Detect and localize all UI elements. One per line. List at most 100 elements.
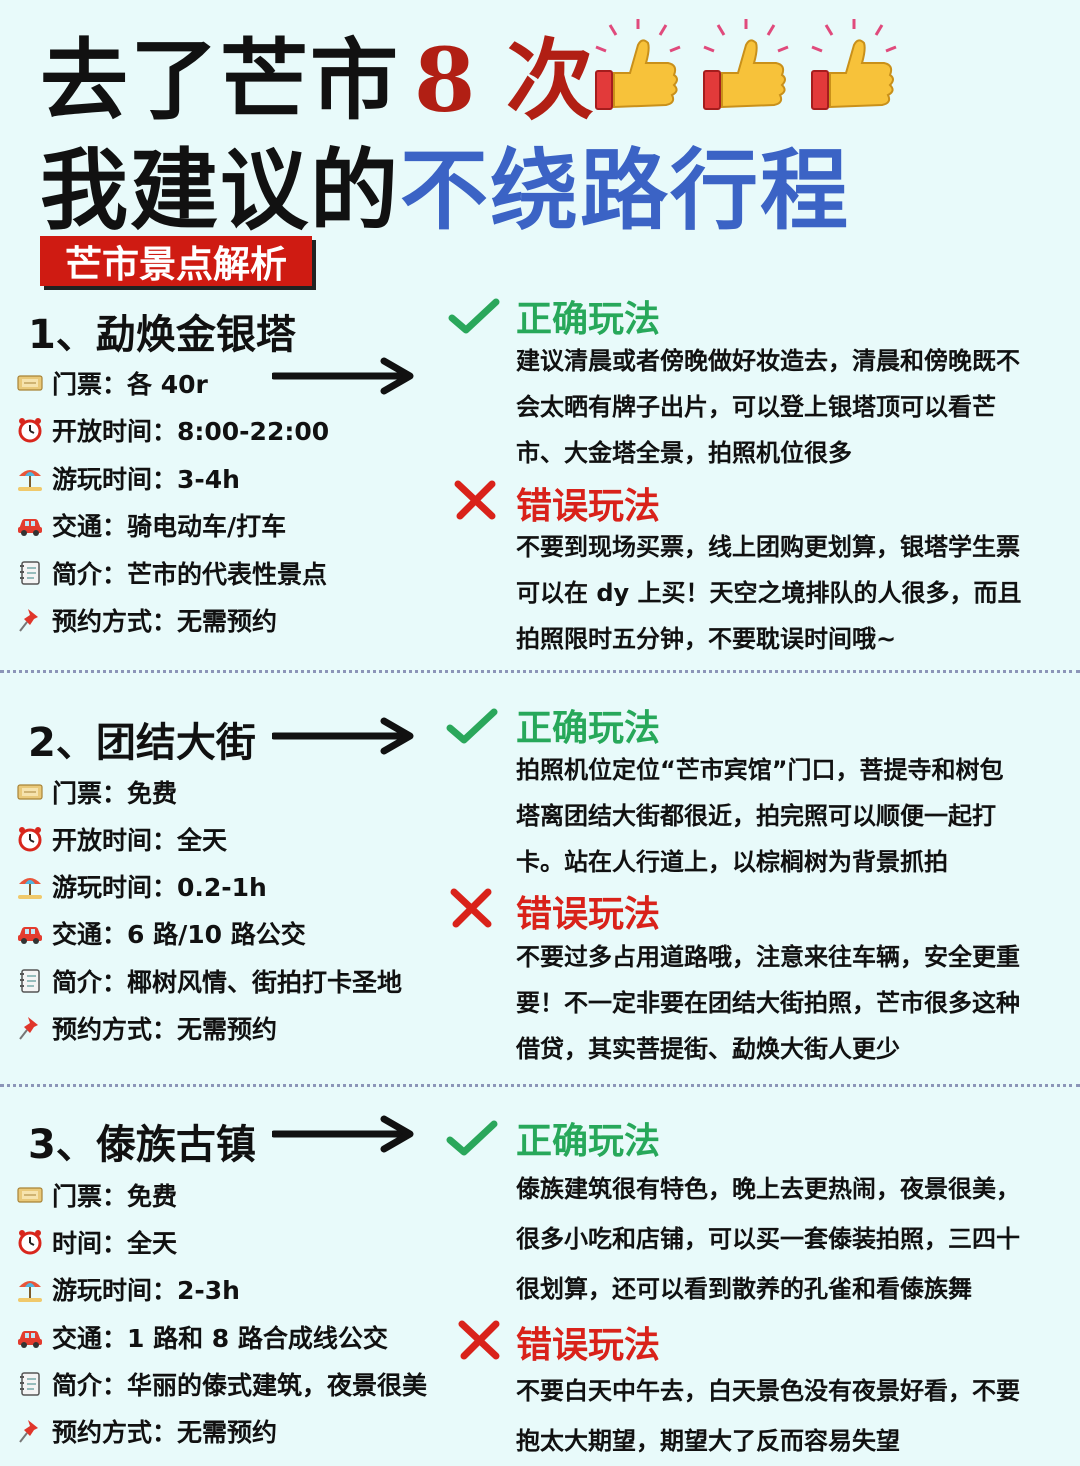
beach-umbrella-icon — [16, 1275, 44, 1303]
arrow-right-icon — [272, 716, 417, 756]
divider — [0, 1084, 1080, 1087]
info-text: 简介：芒市的代表性景点 — [52, 560, 328, 589]
alarm-clock-icon — [16, 416, 44, 444]
text-line: 拍照限时五分钟，不要耽误时间哦~ — [516, 625, 897, 653]
good-title: 正确玩法 — [516, 708, 661, 749]
info-text: 简介：华丽的傣式建筑，夜景很美 — [52, 1371, 428, 1400]
cross-icon — [452, 1318, 508, 1362]
info-text: 门票：免费 — [52, 1182, 178, 1211]
info-hours: 开放时间：8:00-22:00 — [16, 413, 329, 447]
text-line: 不要白天中午去，白天景色没有夜景好看，不要 — [516, 1377, 1020, 1405]
info-text: 游玩时间：3-4h — [52, 465, 240, 494]
info-intro: 简介：芒市的代表性景点 — [16, 556, 327, 590]
pushpin-icon — [16, 1014, 44, 1042]
notebook-icon — [16, 559, 44, 587]
title2-black-text: 我建议的 — [40, 138, 401, 242]
good-text: 傣族建筑很有特色，晚上去更热闹，夜景很美， 很多小吃和店铺，可以买一套傣装拍照，… — [516, 1164, 1056, 1314]
check-icon — [444, 704, 500, 748]
notebook-icon — [16, 967, 44, 995]
check-icon — [446, 294, 502, 338]
text-line: 很划算，还可以看到散养的孔雀和看傣族舞 — [516, 1275, 972, 1303]
info-text: 门票：免费 — [52, 779, 178, 808]
text-line: 要！不一定非要在团结大街拍照，芒市很多这种 — [516, 989, 1020, 1017]
title2-blue-text: 不绕路行程 — [400, 138, 851, 242]
title-line-2: 我建议的 不绕路行程 — [40, 128, 850, 242]
info-text: 门票：各 40r — [52, 370, 208, 399]
info-text: 游玩时间：0.2-1h — [52, 873, 267, 902]
title-line-1: 去了芒市 8 次 — [40, 18, 594, 132]
check-icon — [444, 1116, 500, 1160]
good-text: 建议清晨或者傍晚做好妆造去，清晨和傍晚既不 会太晒有牌子出片，可以登上银塔顶可以… — [516, 338, 1056, 476]
arrow-right-icon — [272, 356, 417, 396]
info-text: 预约方式：无需预约 — [52, 1418, 278, 1447]
text-line: 不要到现场买票，线上团购更划算，银塔学生票 — [516, 533, 1020, 561]
info-text: 开放时间：全天 — [52, 826, 228, 855]
info-transport: 交通：骑电动车/打车 — [16, 508, 286, 542]
pushpin-icon — [16, 1417, 44, 1445]
cross-icon — [444, 886, 500, 930]
divider — [0, 670, 1080, 673]
bad-text: 不要白天中午去，白天景色没有夜景好看，不要 抱太大期望，期望大了反而容易失望 — [516, 1366, 1056, 1466]
bad-title: 错误玩法 — [516, 894, 661, 935]
info-duration: 游玩时间：0.2-1h — [16, 869, 267, 903]
title-red-text: 8 次 — [414, 27, 594, 132]
text-line: 会太晒有牌子出片，可以登上银塔顶可以看芒 — [516, 393, 996, 421]
section-1-title: 1、勐焕金银塔 — [28, 312, 296, 358]
good-title: 正确玩法 — [516, 299, 661, 340]
cross-icon — [448, 478, 504, 522]
bad-title: 错误玩法 — [516, 486, 661, 527]
info-text: 简介：椰树风情、街拍打卡圣地 — [52, 968, 403, 997]
info-hours: 开放时间：全天 — [16, 822, 227, 856]
section-2-title: 2、团结大街 — [28, 720, 256, 766]
notebook-icon — [16, 1370, 44, 1398]
info-transport: 交通：1 路和 8 路合成线公交 — [16, 1320, 388, 1354]
section-badge: 芒市景点解析 — [40, 236, 312, 286]
info-text: 预约方式：无需预约 — [52, 1015, 278, 1044]
info-booking: 预约方式：无需预约 — [16, 1011, 277, 1045]
info-duration: 游玩时间：2-3h — [16, 1272, 240, 1306]
title-black-text: 去了芒市 — [40, 28, 401, 132]
good-text: 拍照机位定位“芒市宾馆”门口，菩提寺和树包 塔离团结大街都很近，拍完照可以顺便一… — [516, 747, 1056, 885]
pushpin-icon — [16, 606, 44, 634]
text-line: 可以在 dy 上买！天空之境排队的人很多，而且 — [516, 579, 1022, 607]
bad-text: 不要过多占用道路哦，注意来往车辆，安全更重 要！不一定非要在团结大街拍照，芒市很… — [516, 934, 1056, 1072]
bad-title: 错误玩法 — [516, 1325, 661, 1366]
text-line: 塔离团结大街都很近，拍完照可以顺便一起打 — [516, 802, 996, 830]
info-duration: 游玩时间：3-4h — [16, 461, 240, 495]
good-title: 正确玩法 — [516, 1121, 661, 1162]
car-icon — [16, 1323, 44, 1351]
info-text: 交通：1 路和 8 路合成线公交 — [52, 1324, 388, 1353]
text-line: 借贷，其实菩提街、勐焕大街人更少 — [516, 1035, 900, 1063]
arrow-right-icon — [272, 1114, 417, 1154]
info-text: 游玩时间：2-3h — [52, 1276, 240, 1305]
info-ticket: 门票：免费 — [16, 1178, 177, 1212]
ticket-icon — [16, 778, 44, 806]
car-icon — [16, 919, 44, 947]
info-ticket: 门票：各 40r — [16, 366, 208, 400]
bad-text: 不要到现场买票，线上团购更划算，银塔学生票 可以在 dy 上买！天空之境排队的人… — [516, 524, 1056, 662]
ticket-icon — [16, 369, 44, 397]
info-booking: 预约方式：无需预约 — [16, 603, 277, 637]
thumbs-up-icon — [594, 17, 898, 111]
info-transport: 交通：6 路/10 路公交 — [16, 916, 306, 950]
info-text: 交通：骑电动车/打车 — [52, 512, 287, 541]
section-3-title: 3、傣族古镇 — [28, 1122, 256, 1168]
info-intro: 简介：椰树风情、街拍打卡圣地 — [16, 964, 402, 998]
info-text: 开放时间：8:00-22:00 — [52, 417, 330, 446]
beach-umbrella-icon — [16, 872, 44, 900]
ticket-icon — [16, 1181, 44, 1209]
beach-umbrella-icon — [16, 464, 44, 492]
info-text: 时间：全天 — [52, 1229, 178, 1258]
car-icon — [16, 511, 44, 539]
text-line: 建议清晨或者傍晚做好妆造去，清晨和傍晚既不 — [516, 347, 1020, 375]
info-intro: 简介：华丽的傣式建筑，夜景很美 — [16, 1367, 427, 1401]
info-ticket: 门票：免费 — [16, 775, 177, 809]
text-line: 市、大金塔全景，拍照机位很多 — [516, 439, 852, 467]
text-line: 傣族建筑很有特色，晚上去更热闹，夜景很美， — [516, 1175, 1020, 1203]
alarm-clock-icon — [16, 1228, 44, 1256]
text-line: 不要过多占用道路哦，注意来往车辆，安全更重 — [516, 943, 1020, 971]
alarm-clock-icon — [16, 825, 44, 853]
text-line: 很多小吃和店铺，可以买一套傣装拍照，三四十 — [516, 1225, 1020, 1253]
info-booking: 预约方式：无需预约 — [16, 1414, 277, 1448]
text-line: 拍照机位定位“芒市宾馆”门口，菩提寺和树包 — [516, 756, 1004, 784]
